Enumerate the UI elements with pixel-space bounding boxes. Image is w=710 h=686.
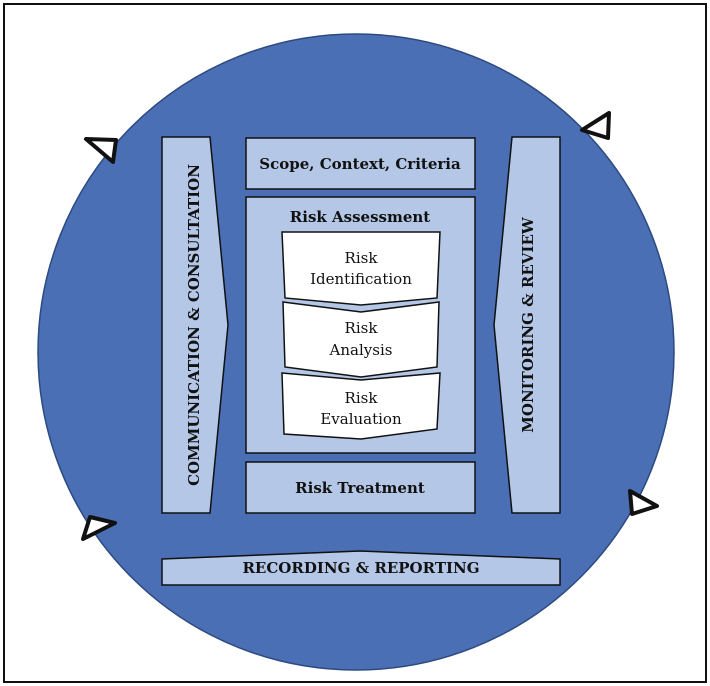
risk-identification-line1: Risk [345, 249, 379, 267]
risk-assessment-title: Risk Assessment [290, 208, 431, 226]
scope-context-criteria-label: Scope, Context, Criteria [259, 155, 461, 173]
cycle-arrow-top-left-icon [84, 137, 118, 164]
risk-evaluation-line1: Risk [345, 389, 379, 407]
recording-reporting-bar [161, 550, 561, 586]
monitoring-review-bar [493, 136, 561, 514]
communication-consultation-label: COMMUNICATION & CONSULTATION [185, 164, 203, 486]
cycle-arrow-bottom-left-icon [81, 515, 117, 541]
risk-identification-line2: Identification [310, 270, 412, 288]
cycle-arrow-bottom-right-icon [628, 489, 659, 516]
risk-analysis-step [282, 301, 440, 378]
risk-treatment-box [245, 461, 476, 514]
communication-consultation-bar [161, 136, 229, 514]
monitoring-review-label: MONITORING & REVIEW [519, 216, 537, 433]
risk-analysis-line2: Analysis [329, 341, 393, 359]
recording-reporting-label: RECORDING & REPORTING [242, 559, 479, 577]
scope-context-criteria-box [245, 137, 476, 190]
risk-analysis-line1: Risk [345, 319, 379, 337]
risk-evaluation-step [281, 372, 441, 440]
risk-treatment-label: Risk Treatment [295, 479, 425, 497]
risk-evaluation-line2: Evaluation [320, 410, 402, 428]
risk-identification-step [281, 231, 441, 306]
cycle-arrow-top-right-icon [580, 111, 611, 140]
